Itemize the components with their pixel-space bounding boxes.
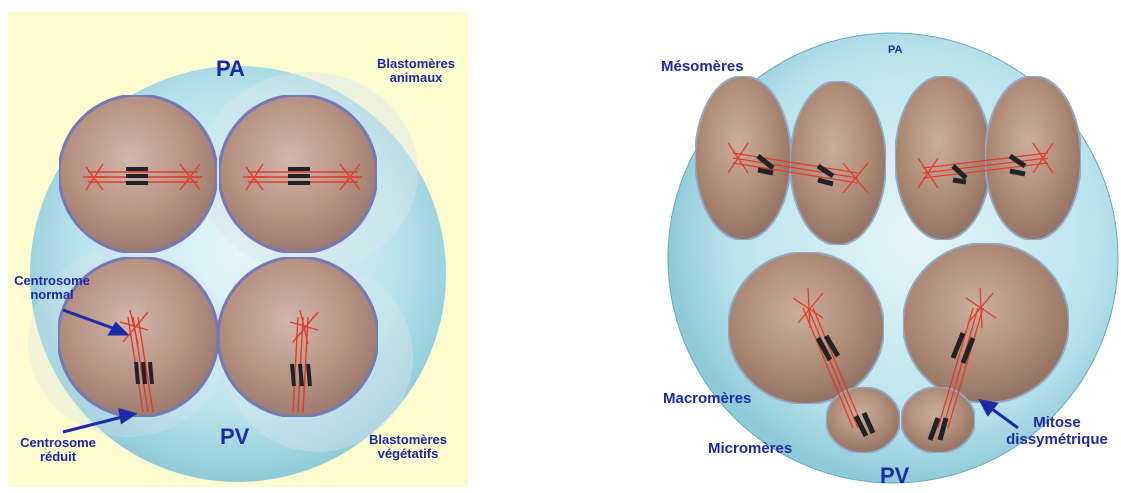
animal-blastomeres-label-line1: Blastomères	[366, 57, 466, 71]
mesomeres-label: Mésomères	[661, 58, 744, 75]
left-diagram-panel: PA PV Blastomères animaux Blastomères vé…	[8, 12, 468, 487]
macromeres-label: Macromères	[663, 390, 751, 407]
animal-blastomeres-label: Blastomères animaux	[366, 57, 466, 85]
mesomere-cell-3	[895, 76, 991, 240]
vegetal-blastomeres-label-line2: végétatifs	[358, 447, 458, 461]
mesomere-cell-1	[695, 76, 791, 240]
right-pole-bottom-label: PV	[880, 463, 909, 489]
vegetal-blastomeres-label-line1: Blastomères	[358, 433, 458, 447]
mesomere-cell-2	[790, 81, 886, 245]
centrosome-normal-label-line2: normal	[8, 288, 96, 302]
micromeres-label: Micromères	[708, 440, 792, 457]
left-pole-top-label: PA	[216, 56, 245, 82]
vegetal-blastomeres-label: Blastomères végétatifs	[358, 433, 458, 461]
centrosome-reduced-label-line2: réduit	[14, 450, 102, 464]
centrosome-normal-label-line1: Centrosome	[8, 274, 96, 288]
right-diagram-panel: PA PV Mésomères Macromères Micromères Mi…	[648, 8, 1121, 493]
macromere-cell-right	[903, 243, 1069, 403]
animal-blastomeres-label-line2: animaux	[366, 71, 466, 85]
centrosome-reduced-label: Centrosome réduit	[14, 436, 102, 464]
micromere-cell-left	[826, 387, 900, 453]
macromere-cell-left	[728, 252, 884, 404]
mesomere-cell-4	[985, 76, 1081, 240]
asymmetric-mitosis-label: Mitose dissymétrique	[993, 414, 1121, 448]
centrosome-normal-label: Centrosome normal	[8, 274, 96, 302]
right-pole-top-label: PA	[888, 44, 902, 56]
left-pole-bottom-label: PV	[220, 424, 249, 450]
asymmetric-mitosis-label-line2: dissymétrique	[993, 431, 1121, 448]
centrosome-reduced-label-line1: Centrosome	[14, 436, 102, 450]
asymmetric-mitosis-label-line1: Mitose	[993, 414, 1121, 431]
